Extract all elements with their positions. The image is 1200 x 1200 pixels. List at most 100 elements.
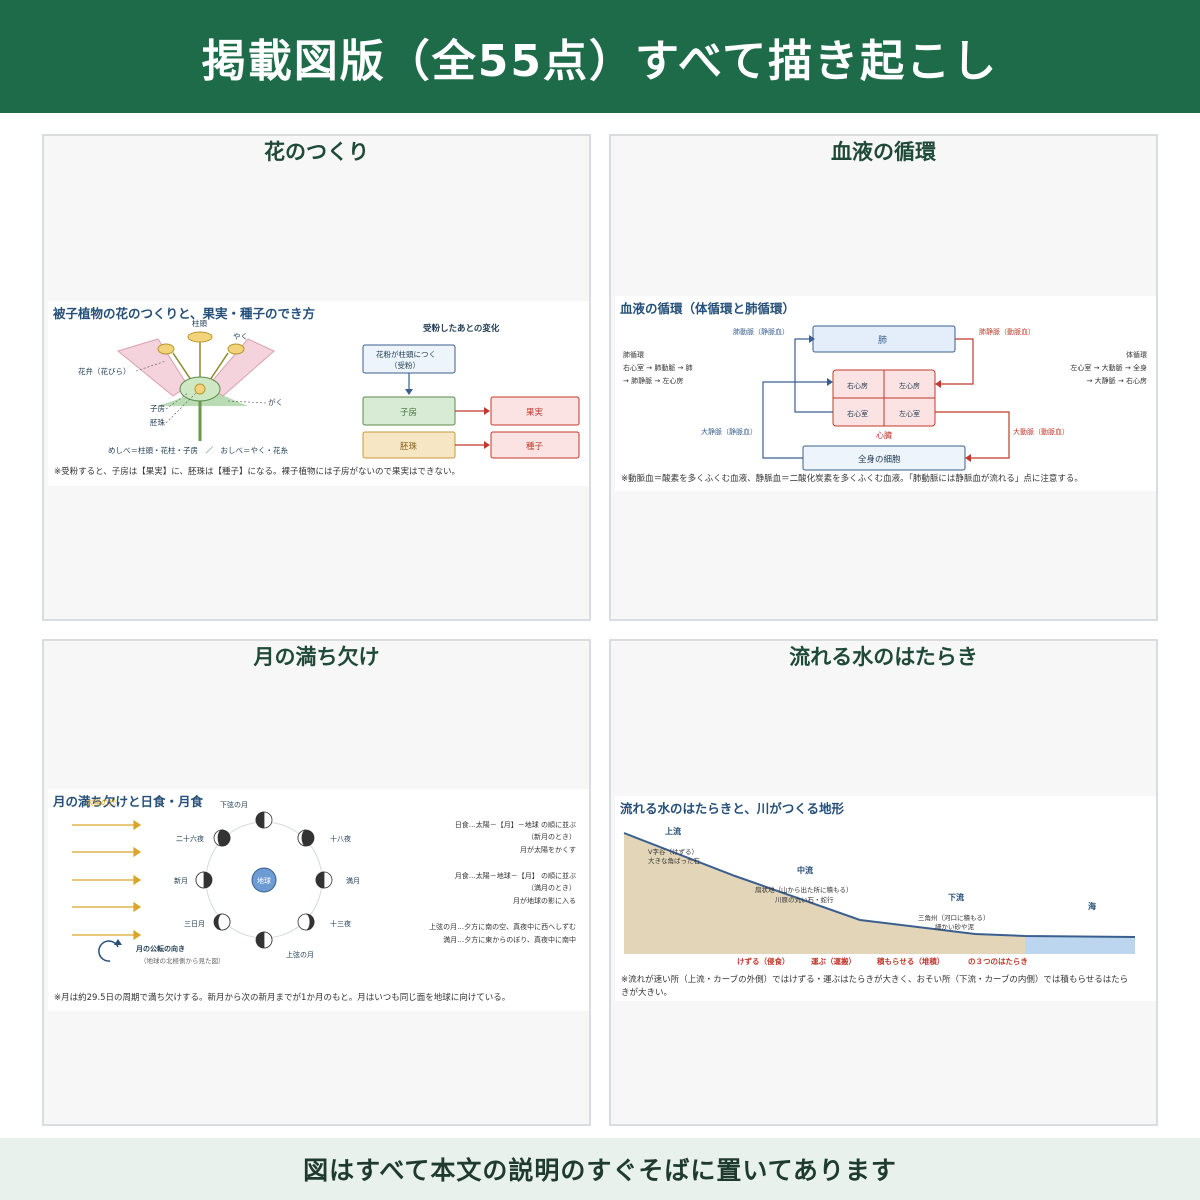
right-ventricle-label: 右心室 — [847, 409, 868, 418]
moon-full: 満月 — [346, 877, 360, 885]
pulmonary-artery-label: 肺動脈（静脈血） — [733, 327, 789, 336]
footer-text: 図はすべて本文の説明のすぐそばに置いてあります — [303, 1156, 897, 1185]
land-shape — [624, 833, 1025, 954]
figure-note: ※月は約29.5日の周期で満ち欠けする。新月から次の新月までが1か月のもと。月は… — [54, 993, 511, 1003]
middle-desc-1: 扇状地（山から出た所に積もる） — [755, 885, 853, 894]
panel-heading: 流れる水のはたらき — [789, 645, 978, 669]
fruit-box — [490, 396, 580, 426]
panel-heading: 花のつくり — [264, 140, 369, 164]
panel-heading: 月の満ち欠け — [253, 645, 380, 669]
left-atrium-label: 左心房 — [899, 381, 920, 390]
lunar-eclipse-2: （満月のとき） — [527, 884, 576, 892]
anther-left-shape — [157, 343, 175, 355]
panel-flower: 花のつくり 被子植物の花のつくりと、果実・種子のでき方 柱頭 やく 花弁（花びら… — [42, 134, 591, 621]
moon-day13: 十三夜 — [330, 919, 351, 928]
ovule-shape — [194, 383, 206, 395]
flow-seed: 種子 — [526, 441, 544, 452]
lower-desc-1: 三角州（河口に積もる） — [918, 913, 990, 922]
vena-cava-label: 大静脈（静脈血） — [701, 427, 757, 436]
page-header: 掲載図版（全55点）すべて描き起こし — [0, 0, 1200, 113]
figure-note: ※流れが速い所（上流・カーブの外側）ではけずる・運ぶはたらきが大きく、おそい所（… — [621, 975, 1129, 985]
figure-river: 流れる水のはたらきと、川がつくる地形 上流 V字谷（けずる） 大きな角ばった石 … — [615, 796, 1156, 1001]
flow-fruit: 果実 — [526, 407, 544, 418]
aorta-label: 大動脈（動脈血） — [1013, 427, 1069, 436]
action-deposit: 積もらせる（堆積） — [876, 956, 944, 966]
solar-eclipse-3: 月が太陽をかくす — [520, 845, 576, 854]
moon-first-quarter: 上弦の月 — [286, 950, 314, 959]
figure-title: 被子植物の花のつくりと、果実・種子のでき方 — [53, 306, 316, 321]
right-atrium-label: 右心房 — [847, 381, 868, 390]
label-legend: めしべ＝柱頭・花柱・子房 ／ おしべ＝やく・花糸 — [108, 445, 288, 455]
earth-label: 地球 — [257, 876, 271, 885]
page-footer: 図はすべて本文の説明のすぐそばに置いてあります — [0, 1138, 1200, 1200]
action-transport: 運ぶ（運搬） — [811, 956, 856, 966]
upper-label: 上流 — [665, 826, 681, 836]
revolution-arrow — [98, 940, 119, 962]
flow-ovary: 子房 — [400, 407, 417, 418]
upper-desc-2: 大きな角ばった石 — [648, 856, 701, 865]
label-ovule: 胚珠 — [150, 417, 165, 427]
pulm-circ-1: 肺循環 — [623, 350, 644, 359]
cells-label: 全身の細胞 — [858, 454, 901, 465]
revolution-label: 月の公転の向き — [135, 944, 185, 953]
flow-title: 受粉したあとの変化 — [423, 323, 500, 334]
flower-diagram: 柱頭 やく 花弁（花びら） 子房 胚珠 がく めしべ＝柱頭・花柱・子房 ／ おし… — [78, 318, 580, 459]
moon-glyphs — [195, 811, 333, 949]
label-stigma: 柱頭 — [192, 318, 207, 328]
figure-flower: 被子植物の花のつくりと、果実・種子のでき方 柱頭 やく 花弁（花びら） 子房 — [48, 301, 589, 486]
circulation-diagram: 肺 右心房 左心房 右心室 左心室 心臓 全身の細胞 肺動脈（静脈血） 肺静脈（… — [623, 325, 1147, 471]
middle-label: 中流 — [797, 865, 813, 875]
anther-right-shape — [227, 343, 245, 355]
moon-diagram: 太陽の光 地球 下弦の月 十八夜 — [72, 797, 576, 965]
moon-new: 新月 — [174, 876, 188, 885]
pollination-line2: （受粉） — [390, 360, 420, 370]
middle-desc-2: 川原の丸い石・蛇行 — [775, 895, 834, 904]
figure-note: ※動脈血＝酸素を多くふくむ血液、静脈血＝二酸化炭素を多くふくむ血液。「肺動脈には… — [621, 474, 1083, 484]
quarter-note-1: 上弦の月…夕方に南の空、真夜中に西へしずむ — [429, 922, 576, 931]
earth-shape — [251, 867, 277, 893]
sys-circ-1: 体循環 — [1126, 350, 1147, 359]
view-label: （地球の北極側から見た図） — [140, 956, 225, 965]
solar-eclipse-1: 日食…太陽－【月】－地球 の順に並ぶ — [455, 820, 576, 829]
panel-heading: 血液の循環 — [831, 140, 936, 164]
stigma-shape — [187, 331, 213, 343]
panel-moon: 月の満ち欠け 月の満ち欠けと日食・月食 太陽の光 地球 — [42, 639, 591, 1126]
label-petal: 花弁（花びら） — [78, 366, 131, 376]
sys-circ-2: 左心室 → 大動脈 → 全身 — [1070, 363, 1147, 372]
figure-note: ※受粉すると、子房は【果実】に、胚珠は【種子】になる。裸子植物には子房がないので… — [54, 467, 461, 477]
label-ovary: 子房 — [150, 403, 165, 413]
moon-third-quarter: 下弦の月 — [220, 800, 248, 809]
figure-title: 血液の循環（体循環と肺循環） — [620, 301, 796, 316]
lower-label: 下流 — [948, 892, 964, 902]
sunlight-arrows — [72, 819, 142, 941]
moon-day26: 二十六夜 — [176, 834, 204, 843]
sea-label: 海 — [1088, 901, 1096, 911]
flow-ovule: 胚珠 — [400, 441, 418, 452]
left-ventricle-label: 左心室 — [899, 409, 920, 418]
pollination-line1: 花粉が柱頭につく — [376, 349, 436, 359]
upper-desc-1: V字谷（けずる） — [648, 847, 698, 856]
sunlight-label: 太陽の光 — [86, 797, 116, 807]
moon-crescent: 三日月 — [184, 920, 205, 928]
figure-blood: 血液の循環（体循環と肺循環） 肺 右心房 左心房 右心室 左心室 心臓 全身の細… — [615, 296, 1156, 491]
action-erosion: けずる（侵食） — [737, 956, 790, 966]
figure-title: 月の満ち欠けと日食・月食 — [53, 794, 204, 809]
sea-shape — [1025, 936, 1135, 954]
figure-title: 流れる水のはたらきと、川がつくる地形 — [620, 801, 845, 816]
panel-river: 流れる水のはたらき 流れる水のはたらきと、川がつくる地形 上流 V字谷（けずる）… — [609, 639, 1158, 1126]
action-three: の３つのはたらき — [968, 956, 1028, 966]
river-profile-line — [623, 832, 1136, 938]
figure-note-cont: きが大きい。 — [621, 988, 673, 998]
page-title: 掲載図版（全55点）すべて描き起こし — [201, 35, 999, 87]
label-anther: やく — [233, 332, 248, 341]
seed-box — [490, 431, 580, 459]
river-diagram: 上流 V字谷（けずる） 大きな角ばった石 中流 扇状地（山から出た所に積もる） … — [623, 826, 1136, 966]
lunar-eclipse-3: 月が地球の影に入る — [513, 896, 576, 905]
sys-circ-3: → 大静脈 → 右心房 — [1087, 376, 1147, 385]
label-sepal: がく — [268, 397, 283, 407]
solar-eclipse-2: （新月のとき） — [527, 832, 576, 841]
moon-day18: 十八夜 — [330, 834, 351, 843]
panel-blood: 血液の循環 血液の循環（体循環と肺循環） 肺 右心房 左心房 右心室 左心室 心… — [609, 134, 1158, 621]
heart-label: 心臓 — [876, 430, 892, 440]
pulmonary-vein-label: 肺静脈（動脈血） — [979, 327, 1035, 336]
